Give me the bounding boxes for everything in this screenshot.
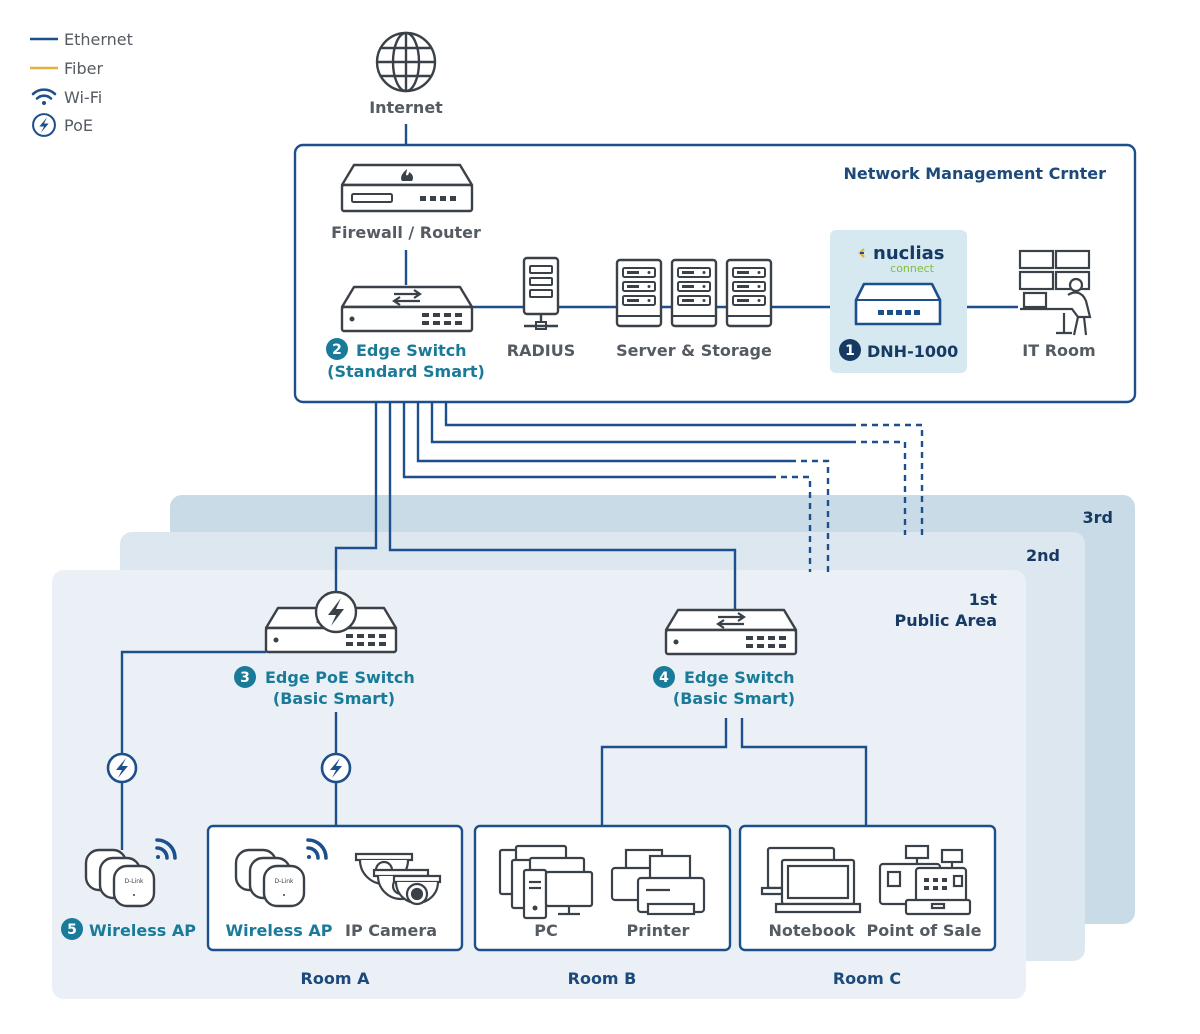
- operator-icon: [1018, 249, 1092, 336]
- legend-fiber-label: Fiber: [64, 59, 103, 78]
- poe-icon: [32, 113, 56, 137]
- edge-switch-basic: 4 Edge Switch (Basic Smart): [653, 608, 798, 708]
- core-edge-switch: 2 Edge Switch (Standard Smart): [326, 285, 485, 381]
- internet-label: Internet: [369, 98, 443, 117]
- it-room: IT Room: [1018, 249, 1096, 360]
- uplink-cables: [334, 388, 924, 612]
- radius-label: RADIUS: [507, 341, 575, 360]
- legend-poe-label: PoE: [64, 116, 93, 135]
- badge-1: 1: [839, 339, 861, 361]
- badge-5-number: 5: [67, 922, 77, 938]
- floor-1-label: 1st: [969, 590, 998, 609]
- nuclias-label: DNH-1000: [867, 342, 958, 361]
- poe-switch-bolt-icon: [314, 590, 358, 634]
- room-b-printer-label: Printer: [627, 921, 690, 940]
- floor-3-label: 3rd: [1083, 508, 1113, 527]
- room-c-pos-label: Point of Sale: [867, 921, 982, 940]
- server-tower-icon: [670, 258, 718, 328]
- globe-icon: [375, 31, 437, 93]
- legend-wifi-label: Wi-Fi: [64, 88, 102, 107]
- room-b-pc-label: PC: [534, 921, 557, 940]
- edge-switch-sublabel: (Basic Smart): [673, 689, 795, 708]
- switch-icon: [664, 608, 798, 656]
- printer-icon: [610, 848, 706, 916]
- floor-2-label: 2nd: [1026, 546, 1060, 565]
- poe-switch-sublabel: (Basic Smart): [273, 689, 395, 708]
- badge-3: 3: [234, 666, 256, 688]
- server-icon: [522, 256, 560, 330]
- firewall-label: Firewall / Router: [331, 223, 481, 242]
- wireless-ap-label: Wireless AP: [89, 921, 196, 940]
- badge-4-number: 4: [659, 670, 669, 686]
- ip-camera-icon: [354, 852, 442, 906]
- nuclias-logo-icon: [858, 248, 865, 258]
- room-c-notebook-label: Notebook: [769, 921, 856, 940]
- poe-edge-switch: 3 Edge PoE Switch (Basic Smart): [234, 590, 415, 708]
- nuclias-panel: nuclias connect 1 DNH-1000: [830, 230, 967, 373]
- server-tower-icon: [725, 258, 773, 328]
- badge-5: 5: [61, 918, 83, 940]
- core-switch-label: Edge Switch: [356, 341, 467, 360]
- edge-switch-label: Edge Switch: [684, 668, 795, 687]
- room-c: Notebook Point of Sale Room C: [738, 824, 997, 988]
- legend-ethernet-label: Ethernet: [64, 30, 133, 49]
- poe-switch-label: Edge PoE Switch: [265, 668, 415, 687]
- server-tower-icon: [615, 258, 663, 328]
- room-c-name: Room C: [833, 969, 901, 988]
- poe-icon: [106, 752, 138, 784]
- badge-1-number: 1: [845, 343, 855, 359]
- floor-1-sublabel: Public Area: [894, 611, 997, 630]
- dnh-1000-device-icon: [854, 282, 942, 326]
- notebook-icon: [760, 846, 862, 914]
- pc-icon: [498, 844, 594, 920]
- badge-2-number: 2: [332, 342, 342, 358]
- server-storage-label: Server & Storage: [616, 341, 772, 360]
- legend-fiber: Fiber: [30, 59, 103, 78]
- internet-globe: Internet: [369, 31, 443, 117]
- room-a-name: Room A: [301, 969, 371, 988]
- legend: Ethernet Fiber Wi-Fi PoE: [30, 30, 133, 137]
- room-b-name: Room B: [568, 969, 637, 988]
- firewall-router: Firewall / Router: [331, 163, 481, 242]
- badge-3-number: 3: [240, 670, 250, 686]
- wifi-icon: [31, 88, 57, 105]
- point-of-sale-icon: [878, 844, 972, 916]
- wireless-ap-standalone: 5 Wireless AP: [61, 838, 196, 940]
- radius-server: RADIUS: [507, 256, 575, 360]
- nmc-title: Network Management Crnter: [843, 164, 1106, 183]
- poe-icon: [320, 752, 352, 784]
- server-storage: Server & Storage: [615, 258, 773, 360]
- it-room-label: IT Room: [1022, 341, 1095, 360]
- legend-poe: PoE: [32, 113, 93, 137]
- room-a-camera-label: IP Camera: [345, 921, 437, 940]
- room-b: PC Printer Room B: [473, 824, 732, 988]
- nuclias-sub: connect: [890, 262, 935, 275]
- switch-icon: [340, 285, 474, 333]
- legend-ethernet: Ethernet: [30, 30, 133, 49]
- nuclias-brand: nuclias: [873, 243, 945, 264]
- badge-4: 4: [653, 666, 675, 688]
- core-switch-sublabel: (Standard Smart): [327, 362, 485, 381]
- room-a: Wireless AP IP Camera Room A: [206, 824, 464, 988]
- firewall-icon: [340, 163, 474, 213]
- legend-wifi: Wi-Fi: [31, 88, 102, 107]
- badge-2: 2: [326, 338, 348, 360]
- room-a-ap-label: Wireless AP: [226, 921, 333, 940]
